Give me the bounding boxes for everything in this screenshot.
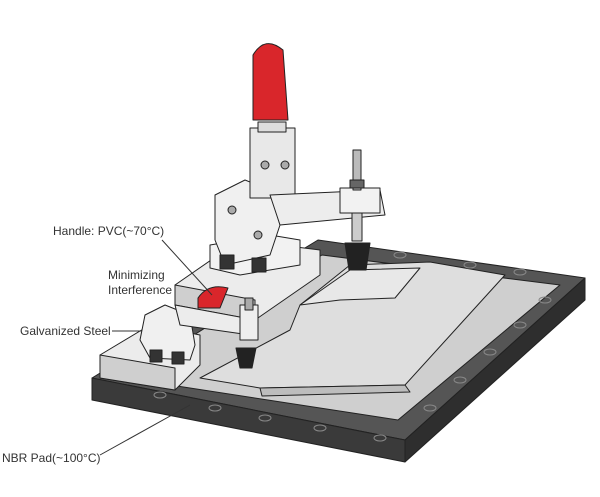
small-red-handle (197, 286, 229, 309)
pad-leader (99, 404, 191, 456)
interference-label-line1: Minimizing (108, 268, 165, 282)
small-clamp-pad (235, 347, 257, 369)
handle-label: Handle: PVC(~70°C) (53, 224, 165, 238)
large-clamp-body (214, 179, 281, 266)
base-plate-front-right (404, 277, 586, 463)
large-clamp-pad (344, 242, 371, 271)
pad-label: NBR Pad(~100°C) (2, 451, 101, 465)
interference-label-line2: Interference (108, 283, 173, 297)
steel-label: Galvanized Steel (20, 324, 111, 338)
large-red-handle (252, 43, 289, 121)
handle-leader (161, 239, 213, 296)
